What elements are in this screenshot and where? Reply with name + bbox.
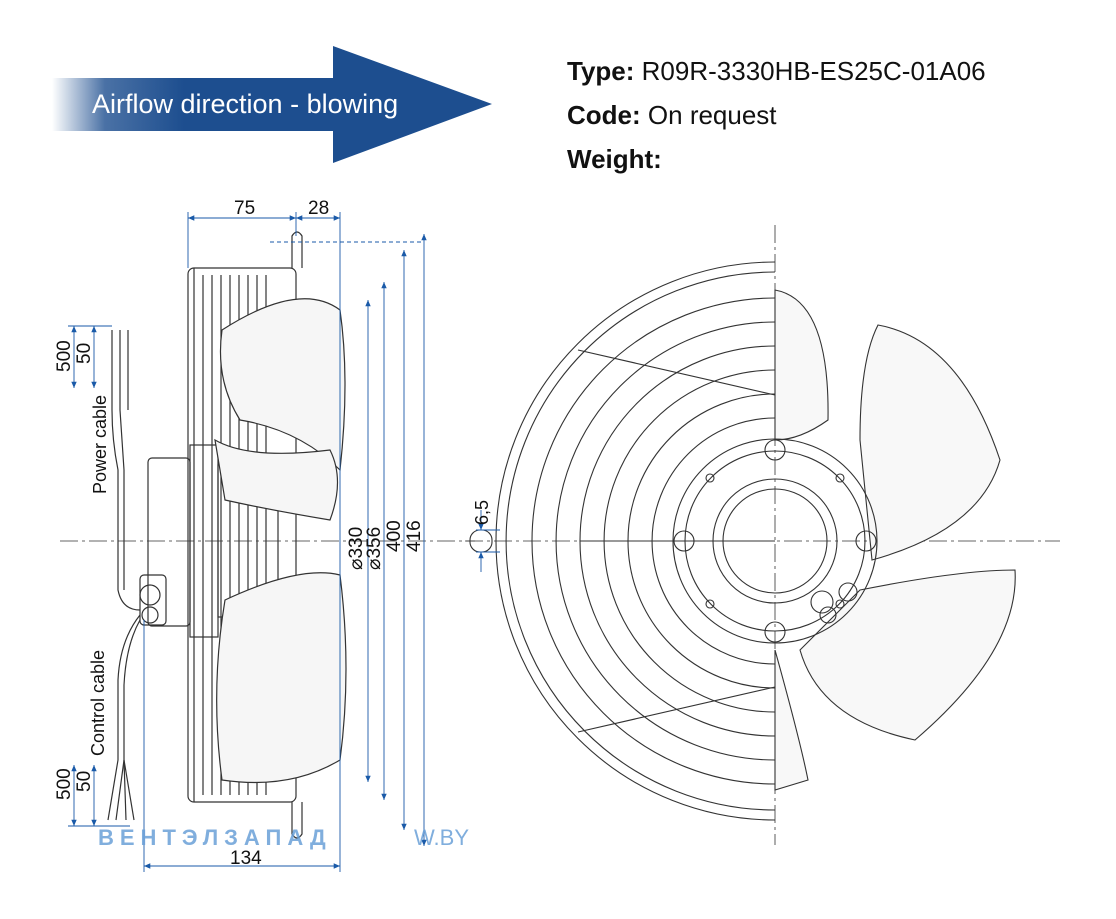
type-line: Type: R09R-3330HB-ES25C-01A06: [567, 56, 986, 87]
weight-label: Weight:: [567, 144, 662, 174]
side-dimensions: [68, 212, 427, 872]
watermark-brand: ВЕНТЭЛЗАПАД: [98, 825, 332, 850]
code-line: Code: On request: [567, 100, 777, 131]
side-view: [60, 231, 475, 839]
control-cable-label: Control cable: [88, 650, 108, 756]
dim-400: 400: [384, 520, 405, 552]
control-dim-500: 500: [54, 768, 75, 800]
dim-6-5: 6,5: [472, 500, 492, 525]
weight-line: Weight:: [567, 144, 662, 175]
watermark: ВЕНТЭЛЗАПАД W.BY: [98, 825, 469, 850]
dim-330: ⌀330: [346, 527, 367, 570]
dim-75: 75: [234, 198, 255, 219]
code-value: On request: [647, 100, 777, 130]
dim-28: 28: [308, 198, 329, 219]
control-dim-50: 50: [74, 771, 95, 792]
type-label: Type:: [567, 56, 635, 86]
power-dim-500: 500: [54, 340, 75, 372]
dim-134: 134: [230, 848, 262, 869]
watermark-suffix: W.BY: [414, 825, 469, 850]
code-label: Code:: [567, 100, 641, 130]
type-value: R09R-3330HB-ES25C-01A06: [641, 56, 986, 86]
front-view: [465, 225, 1060, 845]
airflow-arrow-icon: [52, 46, 492, 163]
airflow-banner: Airflow direction - blowing: [52, 46, 492, 163]
dim-356: ⌀356: [364, 527, 385, 570]
side-dimension-labels: 75 28 ⌀330 ⌀356 400 416 134 500 50 500 5…: [54, 198, 425, 869]
dim-416: 416: [404, 520, 425, 552]
front-dimension: [476, 510, 500, 572]
banner-text: Airflow direction - blowing: [92, 89, 398, 119]
power-dim-50: 50: [74, 343, 95, 364]
power-cable-label: Power cable: [90, 395, 110, 494]
